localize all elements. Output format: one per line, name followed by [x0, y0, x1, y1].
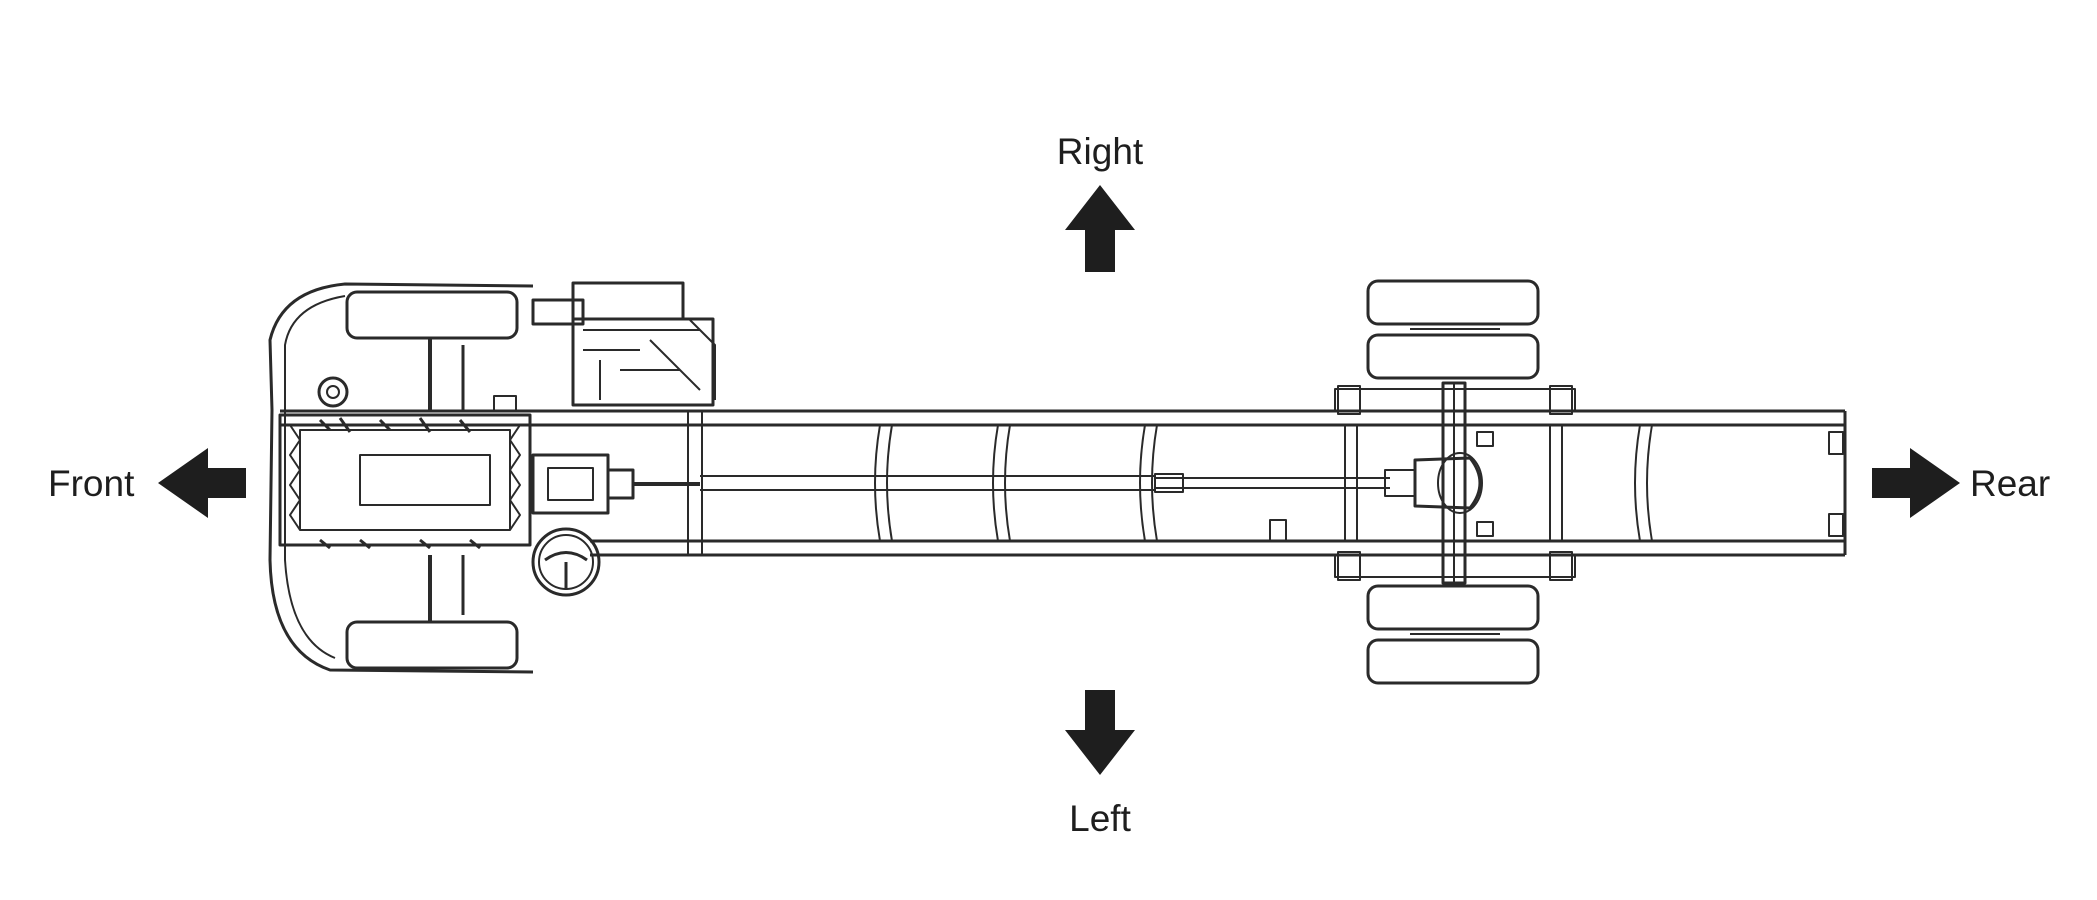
cab-inner-outline: [284, 295, 346, 659]
fuel-tank-frame: [571, 317, 715, 407]
rear-axle: [1441, 381, 1467, 585]
driveshaft: [700, 469, 1416, 497]
cab-outline: [268, 282, 534, 674]
transmission: [531, 453, 700, 515]
right-label: Right: [1056, 131, 1144, 172]
steering-wheel-icon: [531, 527, 601, 597]
arrow-right-icon: [1872, 448, 1960, 518]
front-right-wheel: [345, 290, 519, 340]
engine-block: [278, 376, 532, 550]
rear-label: Rear: [1970, 463, 2051, 504]
rear-right-dual-wheels: [1366, 279, 1540, 380]
battery-box: [571, 281, 685, 321]
arrow-up-icon: [1065, 185, 1135, 272]
chassis-drawing: [268, 279, 1847, 685]
front-left-wheel: [345, 620, 519, 670]
frame-rails: [280, 409, 1847, 557]
rear-springs: [1334, 385, 1576, 581]
arrow-left-icon: [158, 448, 246, 518]
crossmembers: [687, 411, 1653, 555]
front-label: Front: [48, 463, 135, 504]
arrow-down-icon: [1065, 690, 1135, 775]
rear-differential: [1413, 452, 1483, 514]
rear-left-dual-wheels: [1366, 584, 1540, 685]
left-label: Left: [1069, 798, 1131, 839]
